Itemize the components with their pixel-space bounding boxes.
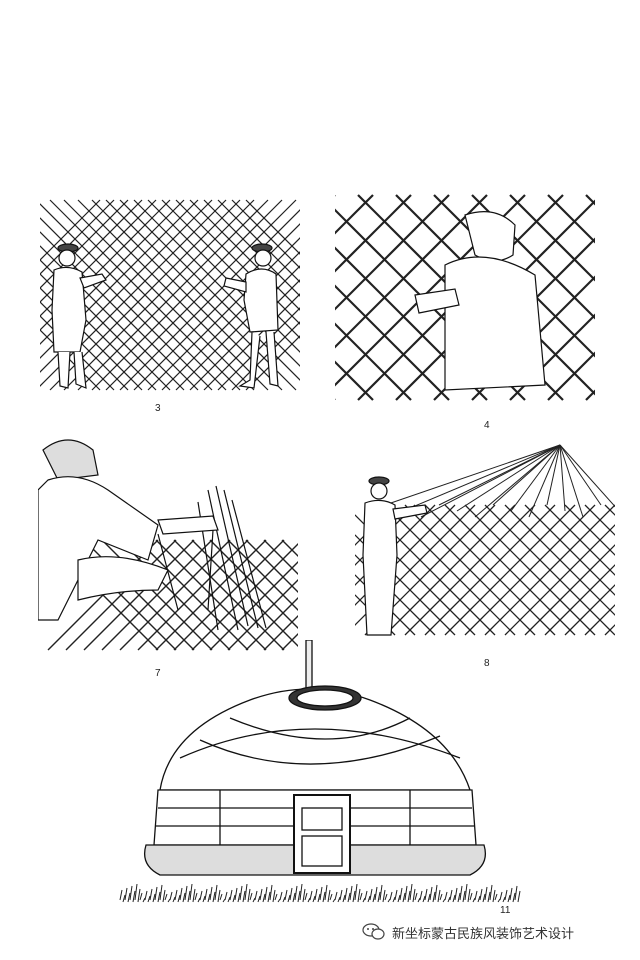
figure-7-roof-poles <box>38 430 298 660</box>
figure-11-finished-yurt <box>110 640 530 920</box>
worker-figure <box>362 476 428 636</box>
figure-number: 8 <box>484 658 490 669</box>
figure-number: 4 <box>484 420 490 431</box>
left-worker-figure <box>51 243 107 389</box>
watermark-text: 新坐标蒙古民族风装饰艺术设计 <box>392 926 575 942</box>
watermark: 新坐标蒙古民族风装饰艺术设计 <box>362 920 632 944</box>
figure-8-framework <box>355 435 615 655</box>
right-worker-figure <box>223 243 279 389</box>
worker-figure <box>38 439 169 621</box>
worker-figure <box>414 211 546 391</box>
figure-3-lattice-wall <box>40 190 300 400</box>
figure-number: 3 <box>155 403 161 414</box>
figure-number: 7 <box>155 668 161 679</box>
wechat-icon <box>362 923 385 940</box>
figure-number: 11 <box>500 905 511 916</box>
figure-4-tying-lattice <box>335 185 595 405</box>
